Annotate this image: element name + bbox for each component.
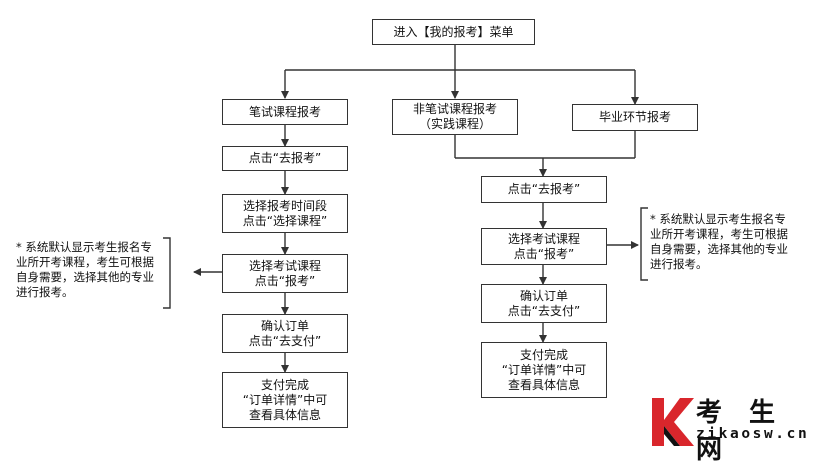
right-step-go-register: 点击“去报考” [481, 176, 607, 203]
start-box: 进入【我的报考】菜单 [372, 19, 535, 45]
bracket-left-note [163, 237, 171, 309]
right-note: * 系统默认显示考生报名专 业所开考课程，考生可根据 自身需要，选择其他的专业 … [650, 212, 788, 271]
left-step-go-register: 点击“去报考” [222, 146, 348, 171]
branch-practice-box: 非笔试课程报考 （实践课程） [392, 99, 518, 135]
right-step-payment-done: 支付完成 “订单详情”中可 查看具体信息 [481, 342, 607, 398]
flowchart: 进入【我的报考】菜单 笔试课程报考 非笔试课程报考 （实践课程） 毕业环节报考 … [16, 19, 835, 465]
left-step-payment-done: 支付完成 “订单详情”中可 查看具体信息 [222, 372, 348, 428]
bracket-right-note [640, 207, 648, 281]
branch-written-box: 笔试课程报考 [222, 99, 348, 125]
right-step-select-course: 选择考试课程 点击“报考” [481, 228, 607, 265]
right-step-confirm-order: 确认订单 点击“去支付” [481, 284, 607, 323]
left-note: * 系统默认显示考生报名专 业所开考课程，考生可根据 自身需要，选择其他的专业 … [16, 240, 154, 299]
left-step-select-course: 选择考试课程 点击“报考” [222, 254, 348, 293]
connector-layer [163, 44, 648, 373]
watermark-logo: 考 生 网 zikaosw.cn [650, 390, 835, 465]
watermark-url: zikaosw.cn [696, 426, 810, 442]
left-step-select-period: 选择报考时间段 点击“选择课程” [222, 194, 348, 233]
logo-k-icon [652, 398, 694, 446]
left-step-confirm-order: 确认订单 点击“去支付” [222, 314, 348, 353]
branch-graduation-box: 毕业环节报考 [572, 104, 698, 131]
